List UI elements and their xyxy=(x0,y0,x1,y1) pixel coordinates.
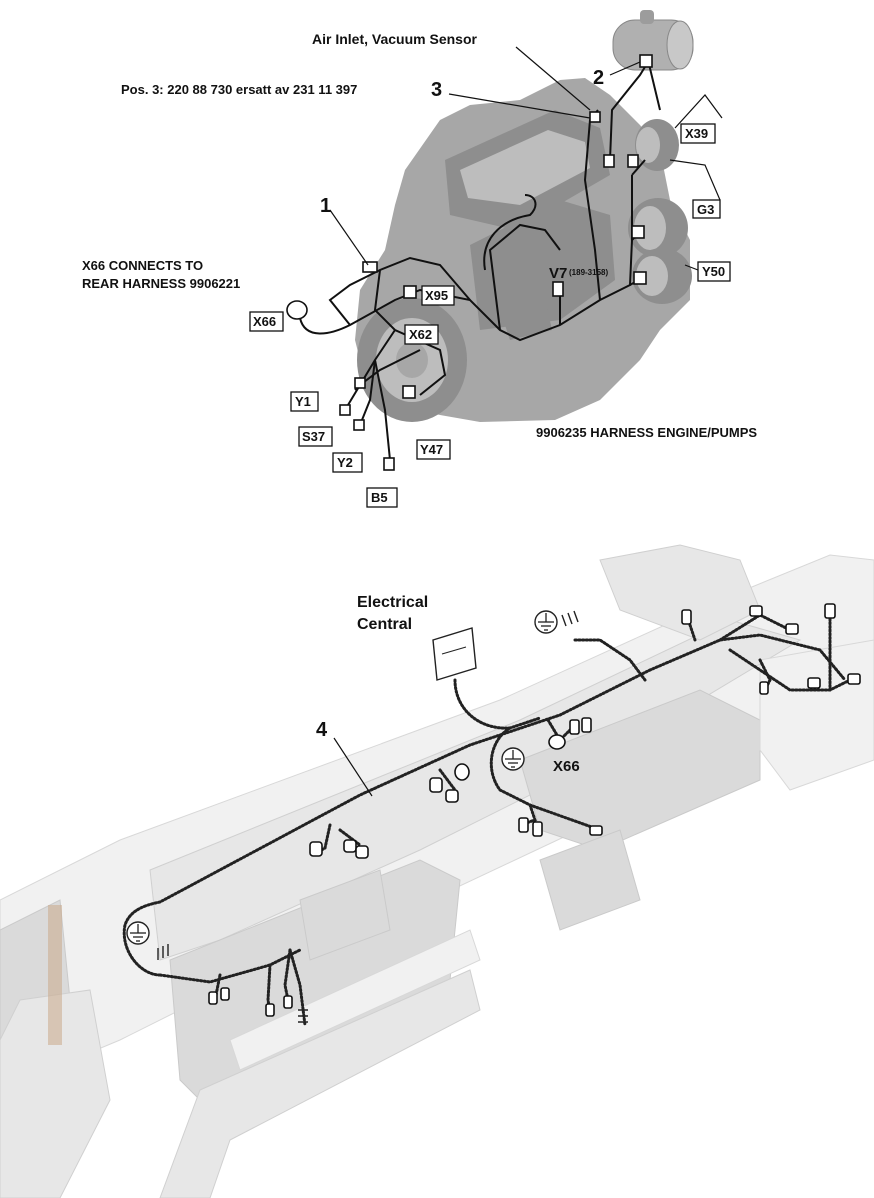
ground-symbol-rear xyxy=(126,921,150,945)
chassis-frame xyxy=(0,544,874,1198)
air-filter-canister xyxy=(612,10,694,111)
connector-label-y47: Y47 xyxy=(416,439,451,460)
x66-note-line1: X66 CONNECTS TO xyxy=(82,258,203,273)
connector-label-x95: X95 xyxy=(421,285,455,306)
svg-text:B5: B5 xyxy=(371,490,388,505)
electrical-central-label-line1: Electrical xyxy=(357,594,428,611)
svg-text:Y2: Y2 xyxy=(337,455,353,470)
x66-note-line2: REAR HARNESS 9906221 xyxy=(82,276,240,291)
svg-text:S37: S37 xyxy=(302,429,325,444)
engine-harness-plugs xyxy=(286,54,653,471)
connector-label-y50: Y50 xyxy=(697,261,731,282)
terminal-rakes xyxy=(157,610,579,1023)
v7-sub-label: (189-3158) xyxy=(569,268,608,277)
connector-label-g3: G3 xyxy=(692,199,721,219)
chassis-figure: Electrical Central 4 X66 xyxy=(0,544,874,1198)
svg-text:G3: G3 xyxy=(697,202,714,217)
svg-text:Y47: Y47 xyxy=(420,442,443,457)
svg-text:X95: X95 xyxy=(425,288,448,303)
connector-label-x66: X66 xyxy=(249,311,284,332)
harness-caption: 9906235 HARNESS ENGINE/PUMPS xyxy=(536,425,757,440)
callout-4-leader xyxy=(333,737,373,797)
svg-text:Y1: Y1 xyxy=(295,394,311,409)
callout-2: 2 xyxy=(593,67,604,89)
ground-symbol-front xyxy=(534,610,558,634)
connector-label-x39: X39 xyxy=(680,123,716,144)
svg-text:Y50: Y50 xyxy=(702,264,725,279)
svg-text:X39: X39 xyxy=(685,126,708,141)
svg-text:X66: X66 xyxy=(253,314,276,329)
connector-label-x62: X62 xyxy=(404,324,439,345)
air-inlet-label: Air Inlet, Vacuum Sensor xyxy=(312,31,477,47)
callout-1: 1 xyxy=(320,195,331,217)
callout-3: 3 xyxy=(431,79,442,101)
pos3-note: Pos. 3: 220 88 730 ersatt av 231 11 397 xyxy=(121,82,357,97)
x66-chassis-label: X66 xyxy=(553,758,580,775)
electrical-central-box xyxy=(432,627,477,681)
v7-label: V7 xyxy=(549,265,567,282)
engine-figure: Air Inlet, Vacuum Sensor Pos. 3: 220 88 … xyxy=(82,10,757,508)
callout-4: 4 xyxy=(316,719,328,741)
engine-block xyxy=(355,78,692,422)
connector-label-b5: B5 xyxy=(366,487,398,508)
electrical-central-label-line2: Central xyxy=(357,616,412,633)
svg-text:X62: X62 xyxy=(409,327,432,342)
chassis-harness-plugs xyxy=(208,603,861,1017)
engine-leader-lines xyxy=(329,46,723,271)
ground-symbol-mid xyxy=(501,747,525,771)
connector-label-s37: S37 xyxy=(298,426,333,447)
connector-label-y1: Y1 xyxy=(290,391,319,412)
connector-label-y2: Y2 xyxy=(332,452,363,473)
